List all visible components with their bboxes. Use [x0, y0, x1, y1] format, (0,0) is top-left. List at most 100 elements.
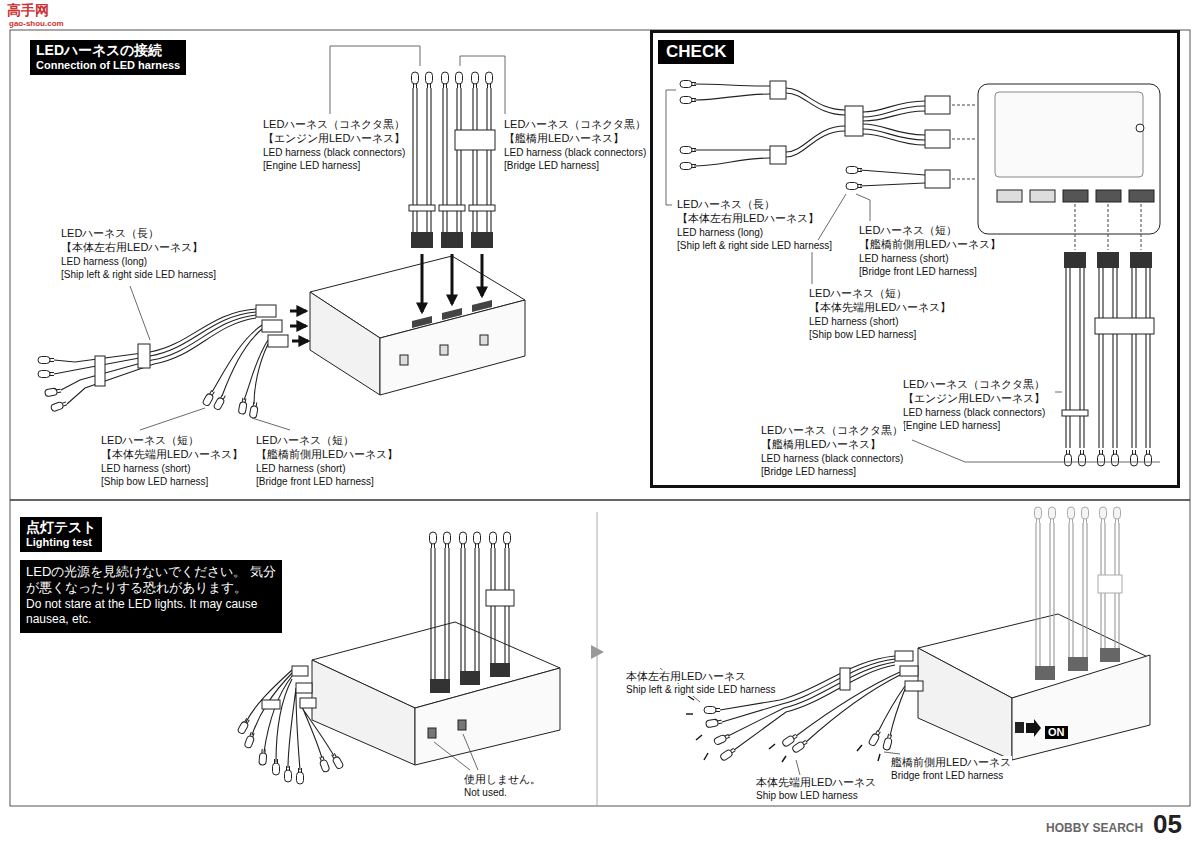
light-rays [769, 744, 775, 749]
check-harness [1131, 450, 1138, 466]
battery-box [440, 345, 448, 355]
check-harness [1066, 268, 1084, 448]
side-harness [268, 335, 288, 347]
lit-test-harness [431, 548, 449, 679]
check-harness [925, 170, 950, 188]
check-harness [1075, 204, 1141, 250]
check-harness [925, 130, 950, 148]
part-label: 【本体左右用LEDハーネス】 [676, 212, 820, 225]
lit-test-harness [259, 749, 267, 766]
lit-harness [840, 668, 850, 690]
check-harness [770, 146, 786, 164]
lit-test-harness [244, 731, 256, 748]
part-label: 【艦橋用LEDハーネス】 [503, 132, 625, 145]
page-frame [591, 645, 604, 659]
part-label: [Ship bow LED harness] [808, 329, 917, 341]
check-harness [1065, 450, 1072, 466]
vertical-harness [426, 72, 433, 88]
battery-box [412, 316, 432, 328]
check-harness [925, 96, 950, 114]
check-harness [680, 147, 696, 154]
check-harness [845, 106, 863, 136]
battery-box [428, 728, 436, 738]
check-harness [846, 183, 862, 190]
light-rays [704, 753, 708, 760]
lit-test-harness [288, 688, 300, 770]
part-label: 【エンジン用LEDハーネス】 [902, 392, 1046, 405]
battery-box [1063, 190, 1088, 202]
unlit-harness [1036, 523, 1054, 666]
light-rays [782, 756, 786, 762]
lit-test-harness [300, 698, 316, 708]
battery-box [310, 256, 525, 395]
lit-harness [900, 666, 918, 676]
lit-test-harness [237, 717, 251, 734]
part-label: LED harness (short) [255, 463, 346, 475]
part-label: LED harness (black connectors) [902, 407, 1046, 419]
battery-box [995, 92, 1143, 177]
switch-label: ON [1045, 726, 1068, 739]
check-harness [786, 88, 845, 115]
battery-box [997, 190, 1022, 202]
check-harness [863, 101, 925, 121]
lit-test-harness [262, 700, 280, 709]
battery-box [1030, 190, 1055, 202]
unlit-harness [1068, 657, 1088, 671]
part-label: [Bridge LED harness] [503, 160, 600, 172]
light-rays [857, 745, 862, 751]
vertical-harness [439, 205, 465, 211]
unlit-harness [1069, 523, 1087, 657]
watermark: 高手网 [6, 2, 50, 18]
page-frame [597, 512, 598, 805]
lit-harness [883, 733, 894, 750]
part-label: [Ship bow LED harness] [100, 476, 209, 488]
part-label: [Ship left & right side LED harness] [676, 240, 833, 252]
check-harness [694, 150, 770, 166]
part-label: Ship left & right side LED harness [625, 684, 777, 696]
body-text: Lighting test [26, 536, 96, 549]
vertical-harness [412, 72, 419, 88]
leader-line [884, 752, 900, 754]
check-harness [680, 97, 696, 104]
part-label: LEDハーネス（長） [676, 198, 776, 211]
part-label: [Ship left & right side LED harness] [60, 269, 217, 281]
light-rays [878, 754, 880, 761]
battery-box [312, 660, 415, 765]
lit-test-harness [461, 548, 479, 671]
lit-test-harness [292, 666, 308, 676]
part-label: 【本体左右用LEDハーネス】 [60, 241, 204, 254]
check-harness [1097, 252, 1119, 268]
side-harness [292, 340, 308, 343]
part-label: Not used. [463, 787, 508, 799]
leader-line [130, 286, 150, 340]
part-label: LED harness (black connectors) [262, 147, 406, 159]
leader-line [796, 760, 800, 775]
watermark: HOBBY SEARCH [1045, 822, 1144, 836]
check-harness [680, 81, 1154, 467]
side-harness [54, 312, 256, 374]
lit-test-harness [297, 768, 304, 784]
vertical-harness [469, 205, 495, 211]
part-label: 【エンジン用LEDハーネス】 [262, 132, 406, 145]
vertical-harness [411, 232, 433, 248]
battery-box [1015, 722, 1024, 733]
vertical-harness [455, 130, 495, 150]
leader-line [666, 90, 676, 205]
lit-test-harness [330, 752, 344, 769]
battery-box [400, 355, 408, 365]
light-rays [696, 735, 702, 740]
part-label: [Bridge LED harness] [760, 466, 857, 478]
lit-test-harness [490, 663, 510, 677]
part-label: 【本体先端用LEDハーネス】 [808, 301, 952, 314]
vertical-harness [409, 72, 495, 312]
leader-line [1055, 392, 1062, 393]
leader-line [856, 194, 870, 221]
side-harness [54, 309, 256, 362]
check-harness [1079, 450, 1086, 466]
side-harness [213, 393, 227, 410]
unlit-harness [1098, 575, 1122, 593]
side-harness [38, 371, 54, 378]
leader-line [666, 90, 1160, 462]
part-label: [Engine LED harness] [902, 420, 1001, 432]
part-label: LED harness (short) [100, 463, 191, 475]
